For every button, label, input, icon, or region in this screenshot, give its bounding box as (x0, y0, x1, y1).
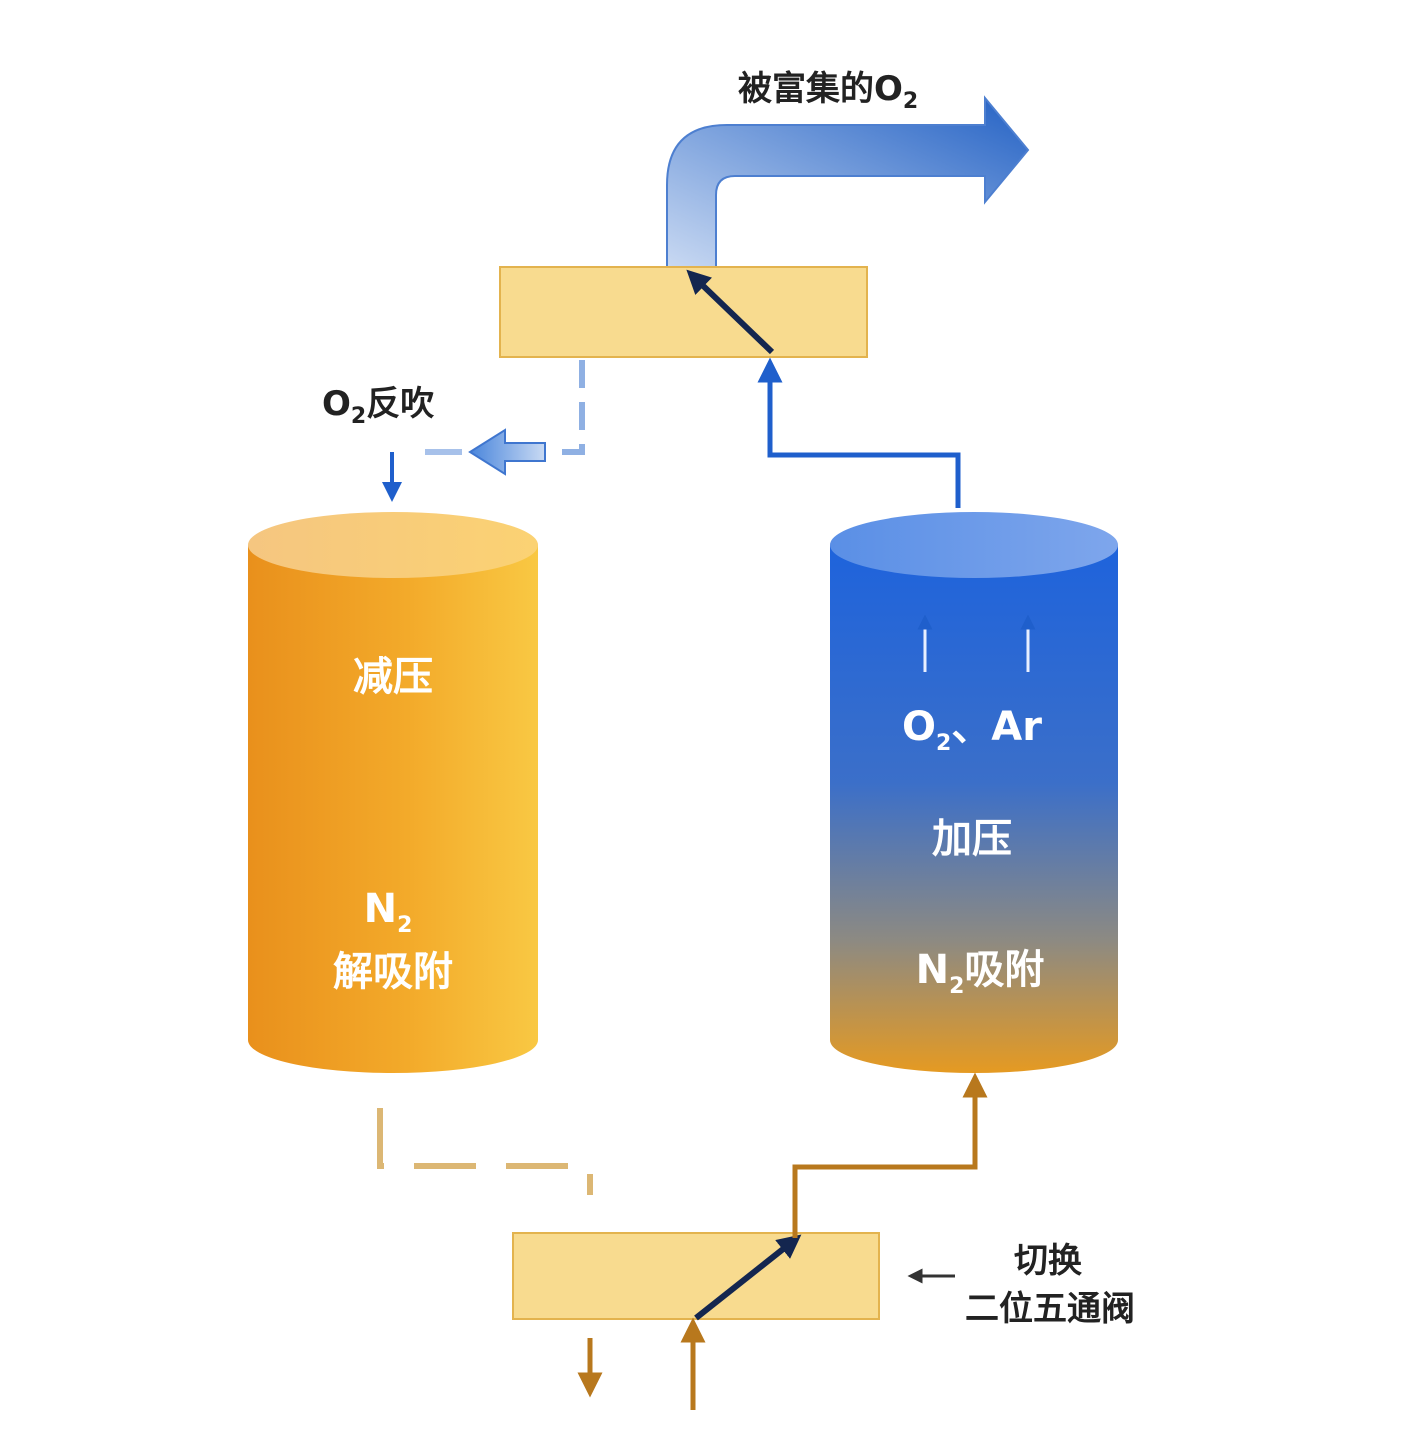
feed-line (792, 1072, 988, 1238)
backflush-dashed-line (548, 360, 585, 455)
top-switch-valve (499, 266, 868, 358)
left-adsorption-tank (248, 512, 538, 1073)
valve-note-line1: 切换 (1014, 1241, 1082, 1281)
enriched-o2-label: 被富集的O2 (738, 69, 918, 114)
right-tank-gas: O2、Ar (902, 704, 1042, 756)
o2-backflush-label: O2反吹 (322, 384, 434, 429)
product-line (757, 357, 961, 508)
enriched-o2-outlet-arrow (666, 95, 1030, 269)
valve-note-line2: 二位五通阀 (965, 1289, 1135, 1329)
exhaust-dashed-line (377, 1108, 593, 1195)
bottom-valve-switch-arrow (694, 1234, 802, 1321)
right-tank-state: 加压 (932, 816, 1012, 862)
right-adsorption-tank (830, 512, 1118, 1073)
right-tank-adsorption: N2吸附 (916, 947, 1045, 999)
backflush-arrow (468, 428, 546, 476)
bottom-switch-valve (512, 1232, 880, 1320)
left-tank-process: 解吸附 (333, 949, 453, 995)
left-tank-state: 减压 (353, 654, 433, 700)
left-tank-gas: N2 (364, 886, 413, 938)
top-valve-switch-arrow (686, 269, 775, 355)
